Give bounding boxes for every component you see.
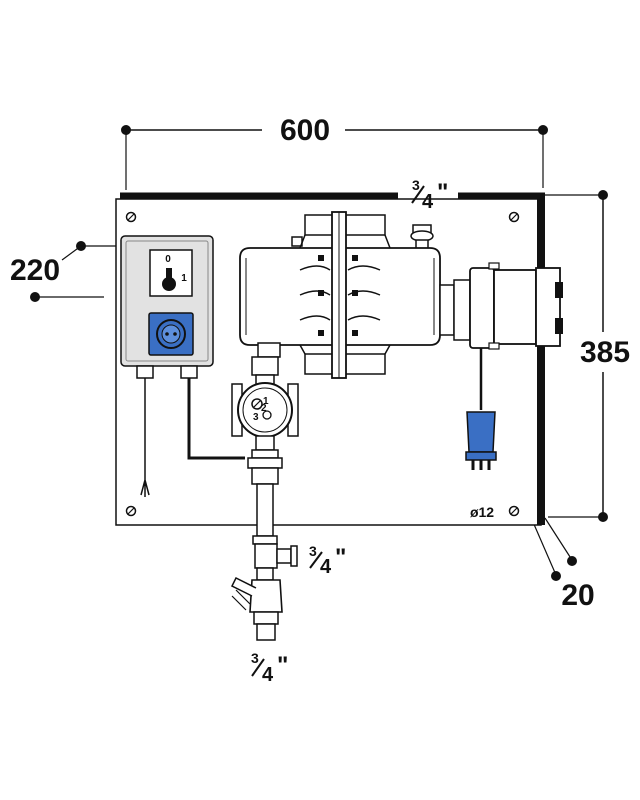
outlet-pipe xyxy=(252,483,298,581)
control-box: 0 1 xyxy=(120,235,245,497)
depth-label: 20 xyxy=(561,579,594,612)
dimension-width: 600 xyxy=(121,114,548,190)
speed-3-label: 3 xyxy=(253,412,259,423)
bottom-fitting-den: 4 xyxy=(262,664,274,686)
bottom-fitting-mark: " xyxy=(277,652,288,679)
side-fitting-label: 3 4 " xyxy=(309,543,346,578)
heat-exchanger xyxy=(239,211,441,379)
width-label: 600 xyxy=(280,114,330,147)
top-fitting-mark: " xyxy=(437,179,448,206)
pump-cable xyxy=(187,378,245,460)
speed-selector[interactable]: 1 2 3 xyxy=(251,396,272,423)
main-switch[interactable]: 0 1 xyxy=(149,249,193,297)
mounting-hole xyxy=(508,505,520,517)
power-socket[interactable] xyxy=(148,312,194,356)
ball-valve[interactable] xyxy=(230,576,283,641)
hole-diameter-label: ø12 xyxy=(470,504,494,520)
side-fitting-den: 4 xyxy=(320,556,332,578)
circulation-pump: 1 2 3 xyxy=(231,356,299,485)
speed-2-label: 2 xyxy=(261,403,267,414)
switch-on-label: 1 xyxy=(181,273,187,284)
bracket-label: 220 xyxy=(10,254,60,287)
side-fitting-num: 3 xyxy=(309,543,317,559)
top-fitting-den: 4 xyxy=(422,191,434,213)
top-fitting-label: 3 4 " xyxy=(411,177,448,213)
mounting-hole xyxy=(508,211,520,223)
bottom-fitting-label: 3 4 " xyxy=(251,650,288,686)
heater-plug[interactable] xyxy=(465,348,497,470)
speed-1-label: 1 xyxy=(263,396,269,407)
switch-off-label: 0 xyxy=(165,254,171,265)
electric-heater xyxy=(439,262,563,350)
cable-gland xyxy=(180,365,198,379)
mounting-hole xyxy=(125,505,137,517)
power-cable xyxy=(140,378,150,497)
cable-gland xyxy=(136,365,154,379)
height-label: 385 xyxy=(580,336,630,369)
dimension-height: 385 xyxy=(545,190,630,522)
top-fitting-num: 3 xyxy=(412,177,420,193)
side-fitting-mark: " xyxy=(335,544,346,571)
mounting-hole xyxy=(125,211,137,223)
bottom-fitting-num: 3 xyxy=(251,650,259,666)
dimension-depth: 20 xyxy=(532,517,595,612)
dimension-bracket: 220 xyxy=(10,241,118,302)
